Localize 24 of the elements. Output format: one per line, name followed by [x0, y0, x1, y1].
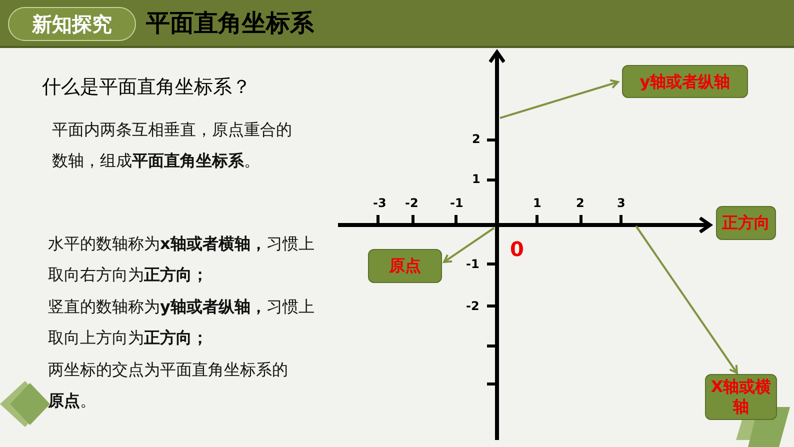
paragraph: 平面内两条互相垂直，原点重合的数轴，组成平面直角坐标系。 — [52, 119, 293, 172]
tick-label: 1 — [472, 172, 480, 186]
tick-label: 2 — [472, 132, 480, 146]
callout-box: X轴或横轴 — [705, 374, 777, 420]
section-badge: 新知探究 — [8, 7, 136, 41]
tick-label: -2 — [466, 299, 480, 313]
tick-label: 2 — [576, 196, 584, 210]
callout-box: 原点 — [368, 249, 442, 283]
callout-box: 正方向 — [716, 206, 776, 240]
origin-label: 0 — [510, 237, 524, 261]
tick-label: -3 — [373, 196, 386, 210]
tick-label: -2 — [405, 196, 418, 210]
tick-label: -1 — [450, 196, 464, 210]
callout-box: y轴或者纵轴 — [622, 65, 748, 98]
tick-label: -1 — [466, 257, 480, 271]
paragraph: 竖直的数轴称为y轴或者纵轴，习惯上取向上方向为正方向； — [48, 296, 316, 349]
slide-title: 平面直角坐标系 — [146, 8, 314, 38]
leader-arrow — [500, 79, 619, 119]
leader-arrow — [443, 227, 495, 263]
leader-arrow — [635, 225, 738, 374]
tick-label: 3 — [617, 196, 626, 210]
question-text: 什么是平面直角坐标系？ — [42, 75, 251, 100]
tick-label: 1 — [533, 196, 542, 210]
paragraph: 两坐标的交点为平面直角坐标系的原点。 — [48, 359, 289, 412]
